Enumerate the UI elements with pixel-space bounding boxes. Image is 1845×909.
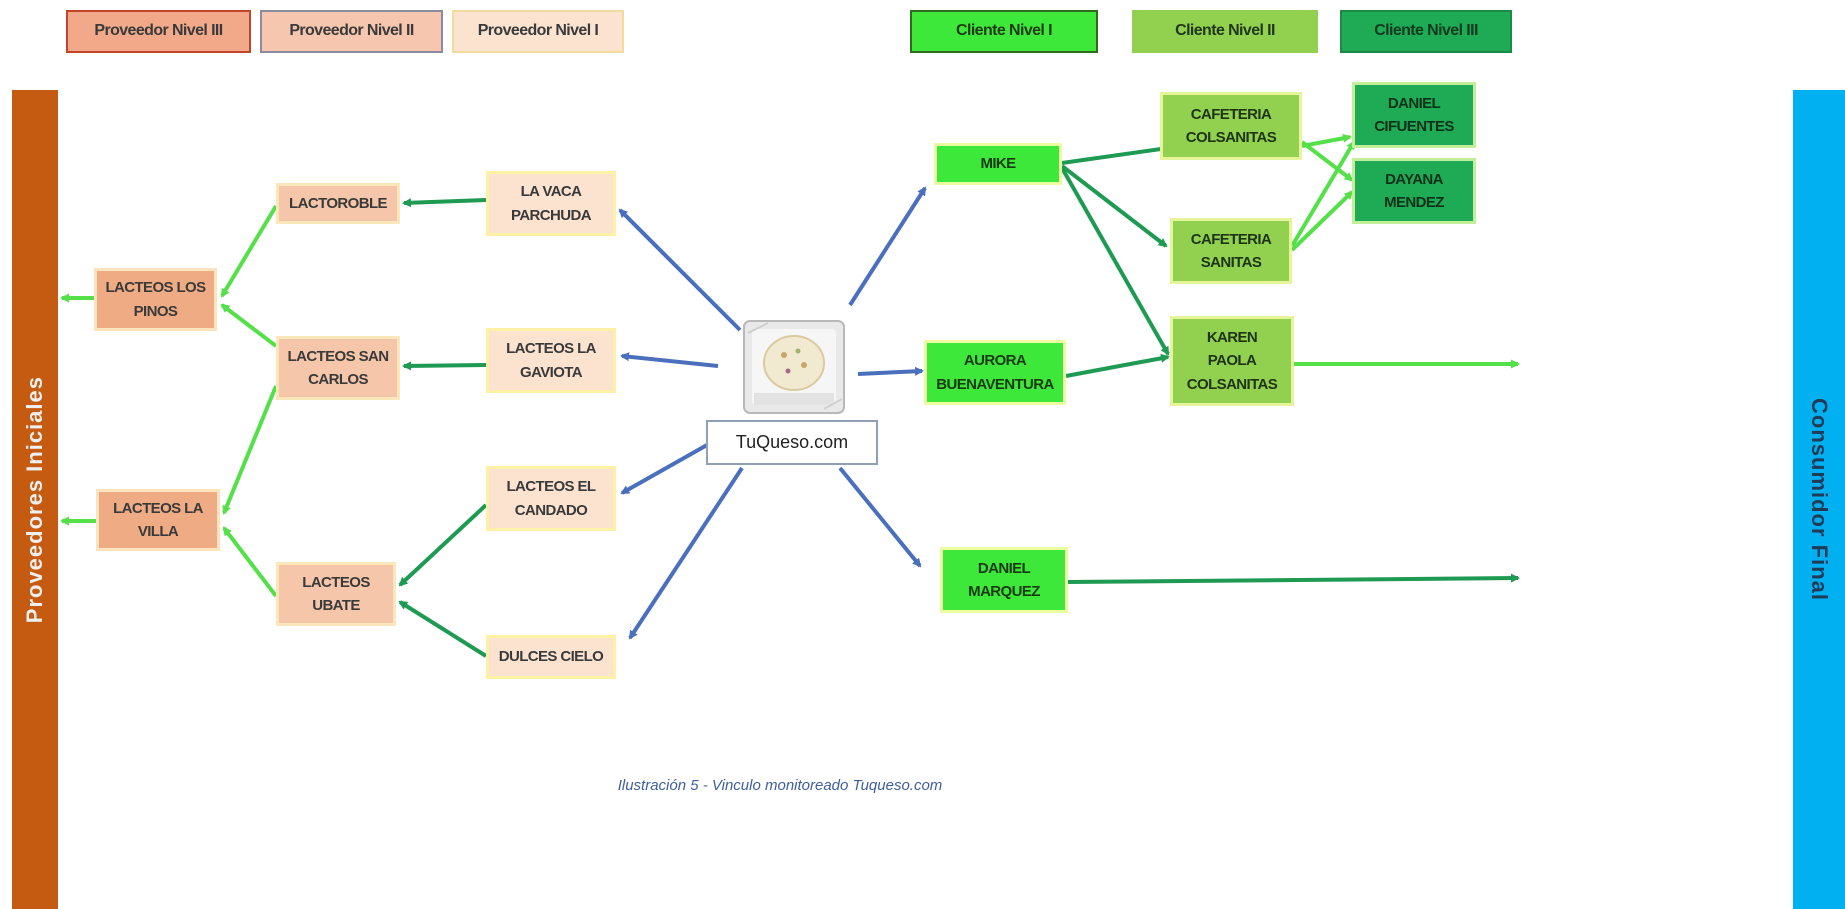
node-label-line: CIFUENTES [1374,118,1454,135]
node-label-line: PAOLA [1207,352,1257,370]
arrow-mike-to-cafeteria-colsanitas [1061,144,1170,165]
node-la-vaca-parchuda: LA VACA PARCHUDA [486,171,616,236]
arrow-san-carlos-to-pinos [220,303,278,348]
arrow-to-vaca-parchuda [618,208,742,332]
node-daniel-cifuentes: DANIEL CIFUENTES [1352,82,1476,148]
arrow-sanitas-to-cifuentes [1290,140,1356,248]
node-label-line: SANITAS [1200,254,1262,271]
node-cafeteria-colsanitas: CAFETERIA COLSANITAS [1160,92,1302,160]
node-label-line: LACTEOS SAN [287,347,390,365]
node-label-line: DAYANA [1385,170,1443,188]
node-lacteos-el-candado: LACTEOS EL CANDADO [486,466,616,531]
arrow-daniel-marquez-to-consumer [1067,573,1520,584]
node-label-line: AURORA [963,352,1027,370]
node-label-line: MARQUEZ [968,583,1040,600]
legend-label: Cliente Nivel II [1175,22,1275,40]
arrow-mike-to-karen [1060,167,1170,356]
node-label-line: MENDEZ [1384,194,1444,211]
node-label-line: CAFETERIA [1190,105,1272,123]
node-label-line: LACTEOS EL [506,478,596,496]
legend-cliente-nivel-2: Cliente Nivel II [1132,10,1318,53]
node-lacteos-ubate: LACTEOS UBATE [276,562,396,626]
node-label-line: LA VACA [520,183,582,201]
arrow-ubate-to-villa [222,526,278,598]
legend-proveedor-nivel-2: Proveedor Nivel II [260,10,443,53]
legend-label: Proveedor Nivel III [94,22,223,40]
figure-caption: Ilustración 5 - Vinculo monitoreado Tuqu… [617,777,943,794]
node-label-line: CANDADO [514,501,588,519]
node-lacteos-san-carlos: LACTEOS SAN CARLOS [276,336,400,400]
node-label-line: COLSANITAS [1185,129,1277,146]
arrow-sanitas-to-dayana [1290,190,1354,252]
legend-label: Proveedor Nivel I [477,22,599,40]
legend-cliente-nivel-1: Cliente Nivel I [910,10,1098,53]
node-label-line: LACTEOS [302,573,370,591]
legend-label: Proveedor Nivel II [289,22,414,40]
legend-label: Cliente Nivel I [956,22,1053,40]
node-label-line: DANIEL [977,559,1031,577]
legend-cliente-nivel-3: Cliente Nivel III [1340,10,1512,53]
arrow-mike-to-cafeteria-sanitas [1060,164,1168,248]
node-label: MIKE [980,155,1016,173]
node-label: DULCES CIELO [498,648,604,666]
node-label-line: PINOS [133,302,178,320]
arrow-vaca-to-lactoroble [402,198,487,208]
arrow-gaviota-to-san-carlos [402,361,487,371]
node-label-line: BUENAVENTURA [936,375,1054,393]
node-mike: MIKE [934,143,1062,185]
arrow-dulces-to-ubate [398,600,488,658]
node-label-line: LACTEOS LA [506,340,596,358]
arrow-to-lacteos-gaviota [620,352,719,368]
arrow-to-mike [848,186,927,307]
node-label-line: UBATE [312,597,360,614]
node-karen-paola-colsanitas: KAREN PAOLA COLSANITAS [1170,316,1294,406]
node-cafeteria-sanitas: CAFETERIA SANITAS [1170,218,1292,284]
proveedores-iniciales-bar: Proveedores Iniciales [12,90,58,909]
legend-proveedor-nivel-3: Proveedor Nivel III [66,10,251,53]
arrow-aurora-to-karen [1065,353,1170,378]
node-label-line: GAVIOTA [520,363,583,381]
node-label-line: COLSANITAS [1186,375,1278,393]
tuqueso-brand-label: TuQueso.com [706,420,878,465]
consumidor-final-bar: Consumidor Final [1793,90,1845,909]
node-label-line: PARCHUDA [511,206,592,224]
node-label-line: DANIEL [1387,94,1441,112]
node-dulces-cielo: DULCES CIELO [486,635,616,679]
node-label-line: LACTEOS LA [113,499,203,517]
arrow-san-carlos-to-villa [222,385,278,515]
node-daniel-marquez: DANIEL MARQUEZ [940,547,1068,613]
legend-proveedor-nivel-1: Proveedor Nivel I [452,10,624,53]
node-lactoroble: LACTOROBLE [276,183,400,224]
node-lacteos-la-villa: LACTEOS LA VILLA [96,489,220,551]
arrow-colsanitas-to-cifuentes [1301,133,1352,148]
node-label-line: LACTEOS LOS [105,279,206,297]
node-label-line: VILLA [137,523,179,540]
cheese-product-icon [743,320,845,414]
consumidor-final-label: Consumidor Final [1807,398,1832,601]
arrow-colsanitas-to-dayana [1300,140,1354,182]
node-label-line: KAREN [1206,329,1258,347]
arrow-to-lacteos-candado [620,443,708,495]
node-dayana-mendez: DAYANA MENDEZ [1352,158,1476,224]
node-lacteos-la-gaviota: LACTEOS LA GAVIOTA [486,328,616,393]
arrow-candado-to-ubate [398,503,488,587]
arrow-to-dulces-cielo [628,466,744,640]
legend-label: Cliente Nivel III [1374,22,1478,40]
brand-text: TuQueso.com [735,432,849,452]
node-label-line: CAFETERIA [1190,230,1272,248]
arrow-to-daniel-marquez [838,466,922,568]
arrow-lactoroble-to-pinos [220,204,278,298]
node-label: LACTOROBLE [289,194,387,212]
node-label-line: CARLOS [308,371,368,388]
node-aurora-buenaventura: AURORA BUENAVENTURA [924,340,1066,405]
node-lacteos-los-pinos: LACTEOS LOS PINOS [94,268,217,331]
arrow-to-aurora [857,366,924,376]
